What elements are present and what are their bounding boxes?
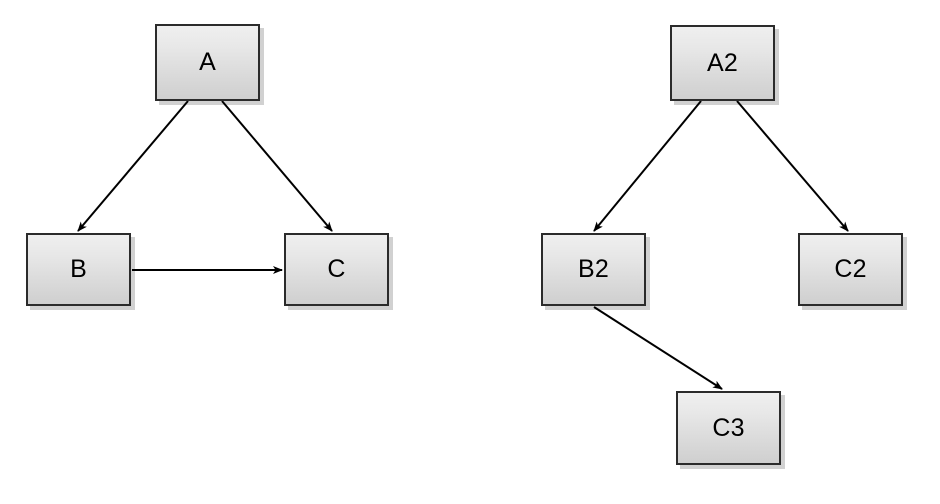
node-b2[interactable]: B2 <box>541 233 646 306</box>
node-a2[interactable]: A2 <box>670 25 775 101</box>
node-label-b2: B2 <box>578 255 609 283</box>
node-label-b: B <box>70 255 87 283</box>
node-label-a2: A2 <box>707 48 738 77</box>
node-label-a: A <box>199 48 216 76</box>
edge-a2-to-c2[interactable] <box>736 100 849 232</box>
edge-a-to-b[interactable] <box>77 100 189 232</box>
node-c2[interactable]: C2 <box>798 233 903 306</box>
edge-a-to-c[interactable] <box>221 100 333 232</box>
node-label-c3: C3 <box>712 413 745 442</box>
node-label-c: C <box>327 255 346 283</box>
node-a[interactable]: A <box>155 24 260 101</box>
node-b[interactable]: B <box>26 233 131 306</box>
node-c[interactable]: C <box>284 233 389 306</box>
edge-b2-to-c3[interactable] <box>593 306 723 390</box>
edge-a2-to-b2[interactable] <box>593 100 702 232</box>
node-label-c2: C2 <box>834 255 867 283</box>
node-c3[interactable]: C3 <box>676 391 781 465</box>
